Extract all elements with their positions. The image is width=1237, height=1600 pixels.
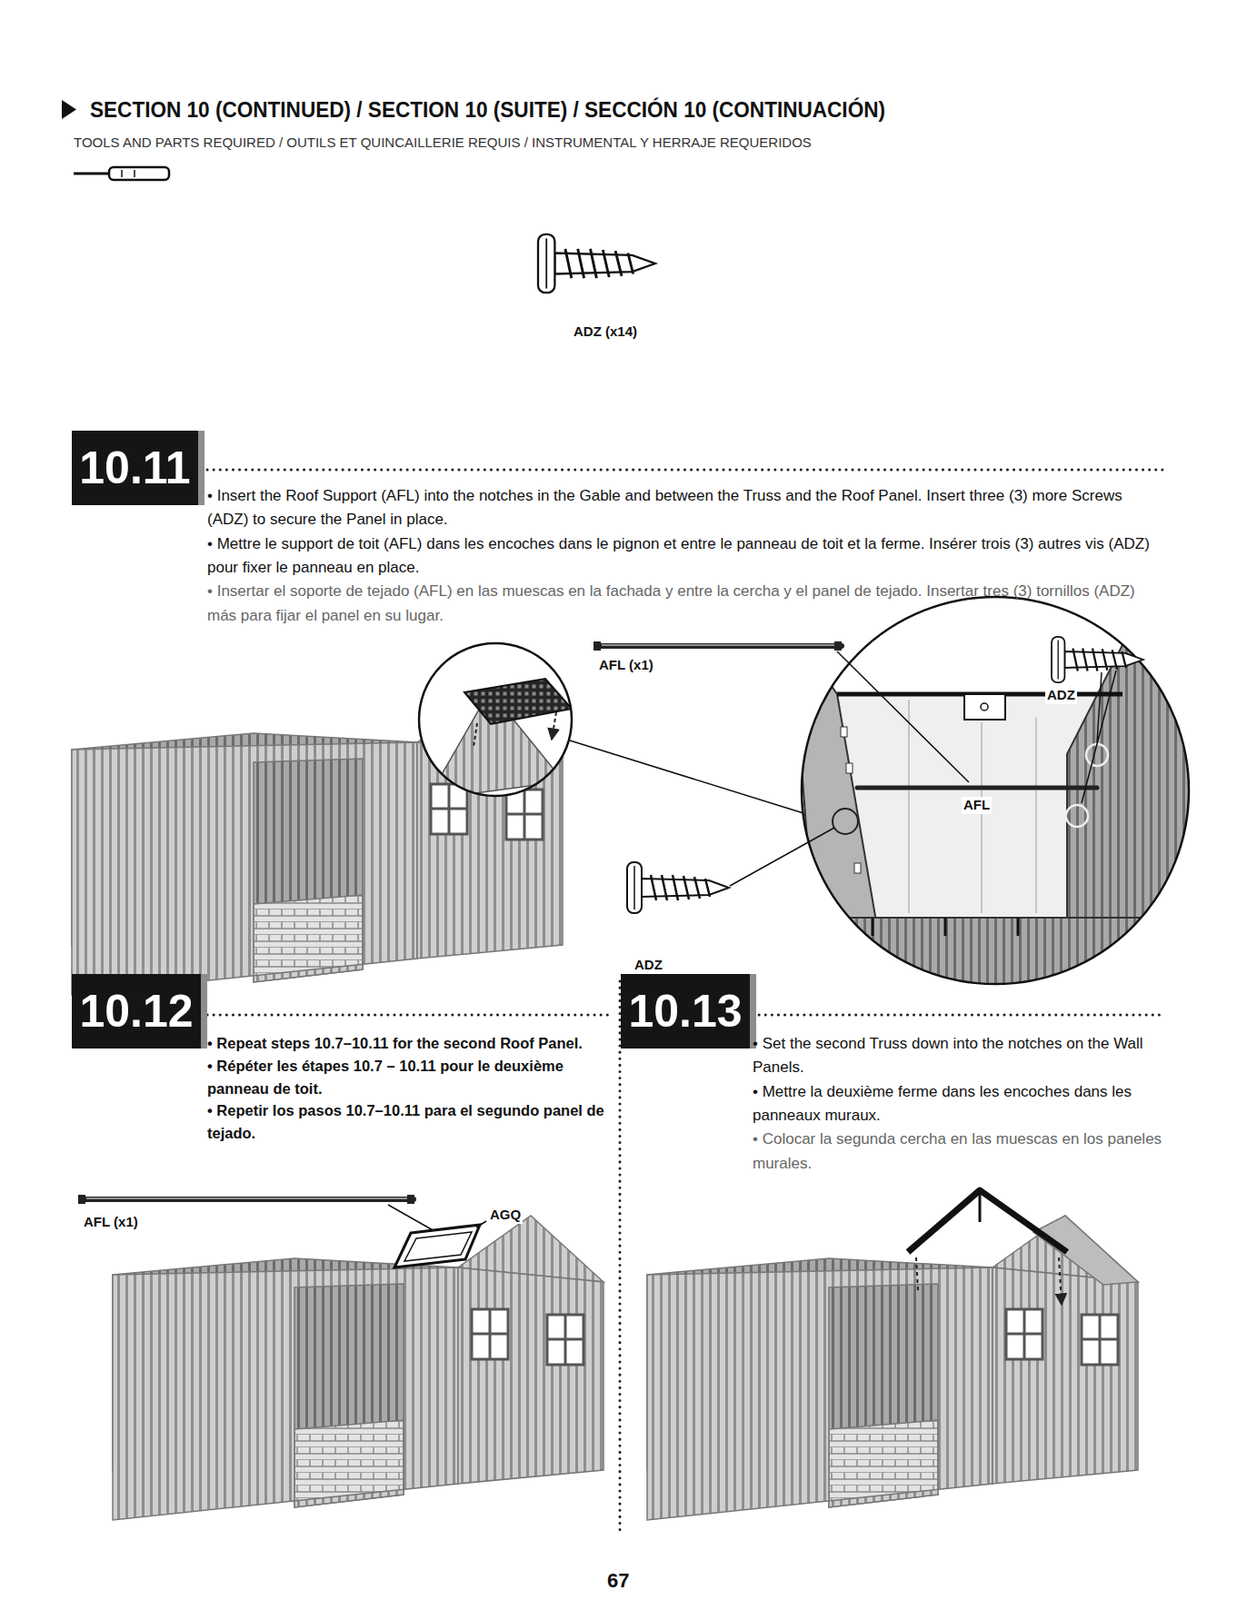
- instruction-text: • Repetir los pasos 10.7–10.11 para el s…: [207, 1099, 619, 1146]
- shed-drawing: [647, 1216, 1138, 1521]
- instruction-text: • Insertar el soporte de tejado (AFL) en…: [207, 579, 1164, 629]
- page-number: 67: [607, 1568, 629, 1595]
- part-name: AFL (x1): [81, 1214, 140, 1232]
- instruction-text: • Mettre le support de toit (AFL) dans l…: [207, 532, 1164, 581]
- detail-circle: [1066, 805, 1088, 828]
- detail-circle: [964, 694, 1006, 720]
- detail-circle: [801, 597, 1189, 985]
- shed-drawing: [112, 1216, 604, 1521]
- detail-circle: [854, 863, 861, 874]
- part-name: ADZ (x14): [573, 323, 638, 341]
- shed-drawing: [71, 690, 563, 996]
- parts-heading: TOOLS AND PARTS REQUIRED / OUTILS ET QUI…: [73, 134, 812, 152]
- detail-circle: [872, 917, 1018, 937]
- roof-panel: [1033, 1216, 1138, 1286]
- screw-icon: [1051, 637, 1144, 683]
- truss-part: [907, 1190, 1068, 1253]
- detail-circle: [908, 699, 1037, 914]
- roof-panel-part: [394, 1225, 480, 1268]
- instruction-text: • Repeat steps 10.7–10.11 for the second…: [207, 1032, 619, 1056]
- leader-line: [1081, 670, 1117, 804]
- instruction-text: • Set the second Truss down into the not…: [752, 1032, 1164, 1081]
- screw-icon: [627, 862, 729, 914]
- screwdriver-icon: [121, 169, 135, 178]
- detail-circle: [980, 703, 988, 711]
- zoom-circle: [569, 740, 804, 814]
- detail-circle: [790, 627, 1200, 991]
- step-number-text: 10.13: [628, 988, 742, 1035]
- truss-part: [907, 1190, 1068, 1306]
- truss-part: [916, 1257, 1062, 1306]
- section-title: SECTION 10 (CONTINUED) / SECTION 10 (SUI…: [89, 96, 886, 124]
- step-number-text: 10.11: [79, 445, 190, 491]
- leader-line: [388, 1205, 435, 1232]
- roof-support-part: [597, 643, 842, 649]
- part-name: ADZ: [632, 957, 665, 975]
- part-name: AFL (x1): [597, 657, 656, 675]
- zoom-circle: [464, 678, 572, 725]
- screwdriver-icon: [73, 167, 170, 180]
- part-name: AGQ: [488, 1207, 523, 1225]
- zoom-circle: [418, 643, 572, 797]
- roof-panel-part: [404, 1232, 472, 1262]
- roof-support-part: [601, 644, 838, 646]
- detail-circle: [857, 786, 1098, 791]
- part-name: AFL: [961, 797, 992, 815]
- zoom-circle: [418, 643, 804, 814]
- roof-support-part: [834, 641, 842, 651]
- screwdriver-icon: [109, 167, 170, 180]
- leader-line: [476, 1221, 487, 1228]
- screwdriver-icon: [73, 172, 111, 176]
- instruction-text: • Insert the Roof Support (AFL) into the…: [207, 484, 1164, 533]
- roof-panel-part: [394, 1225, 480, 1268]
- part-name: ADZ: [1045, 687, 1078, 705]
- roof-support-part: [593, 641, 842, 651]
- instruction-text: • Répéter les étapes 10.7 – 10.11 pour l…: [207, 1055, 619, 1101]
- roof-support-part: [78, 1195, 86, 1205]
- step-number: 10.11: [71, 430, 199, 506]
- truss-part: [978, 1190, 982, 1223]
- screw-icon: [538, 234, 656, 293]
- roof-support-part: [81, 1197, 414, 1203]
- step-number: 10.12: [71, 974, 201, 1049]
- step-number-text: 10.12: [79, 988, 193, 1035]
- detail-circle: [840, 727, 848, 738]
- leader-line: [837, 651, 969, 783]
- detail-circle: [1086, 744, 1108, 767]
- instruction-text: • Mettre la deuxième ferme dans les enco…: [752, 1080, 1164, 1129]
- roof-support-part: [86, 1197, 410, 1199]
- roof-support-part: [78, 1195, 415, 1205]
- detail-circle: [846, 763, 853, 774]
- detail-circle: [790, 597, 1200, 991]
- instruction-text: • Colocar la segunda cercha en las muesc…: [752, 1127, 1164, 1177]
- roof-support-part: [593, 641, 601, 651]
- roof-support-part: [407, 1195, 415, 1205]
- section-arrow: [61, 99, 77, 120]
- leader-line: [729, 827, 835, 887]
- step-number: 10.13: [620, 974, 750, 1049]
- detail-circle: [832, 808, 858, 835]
